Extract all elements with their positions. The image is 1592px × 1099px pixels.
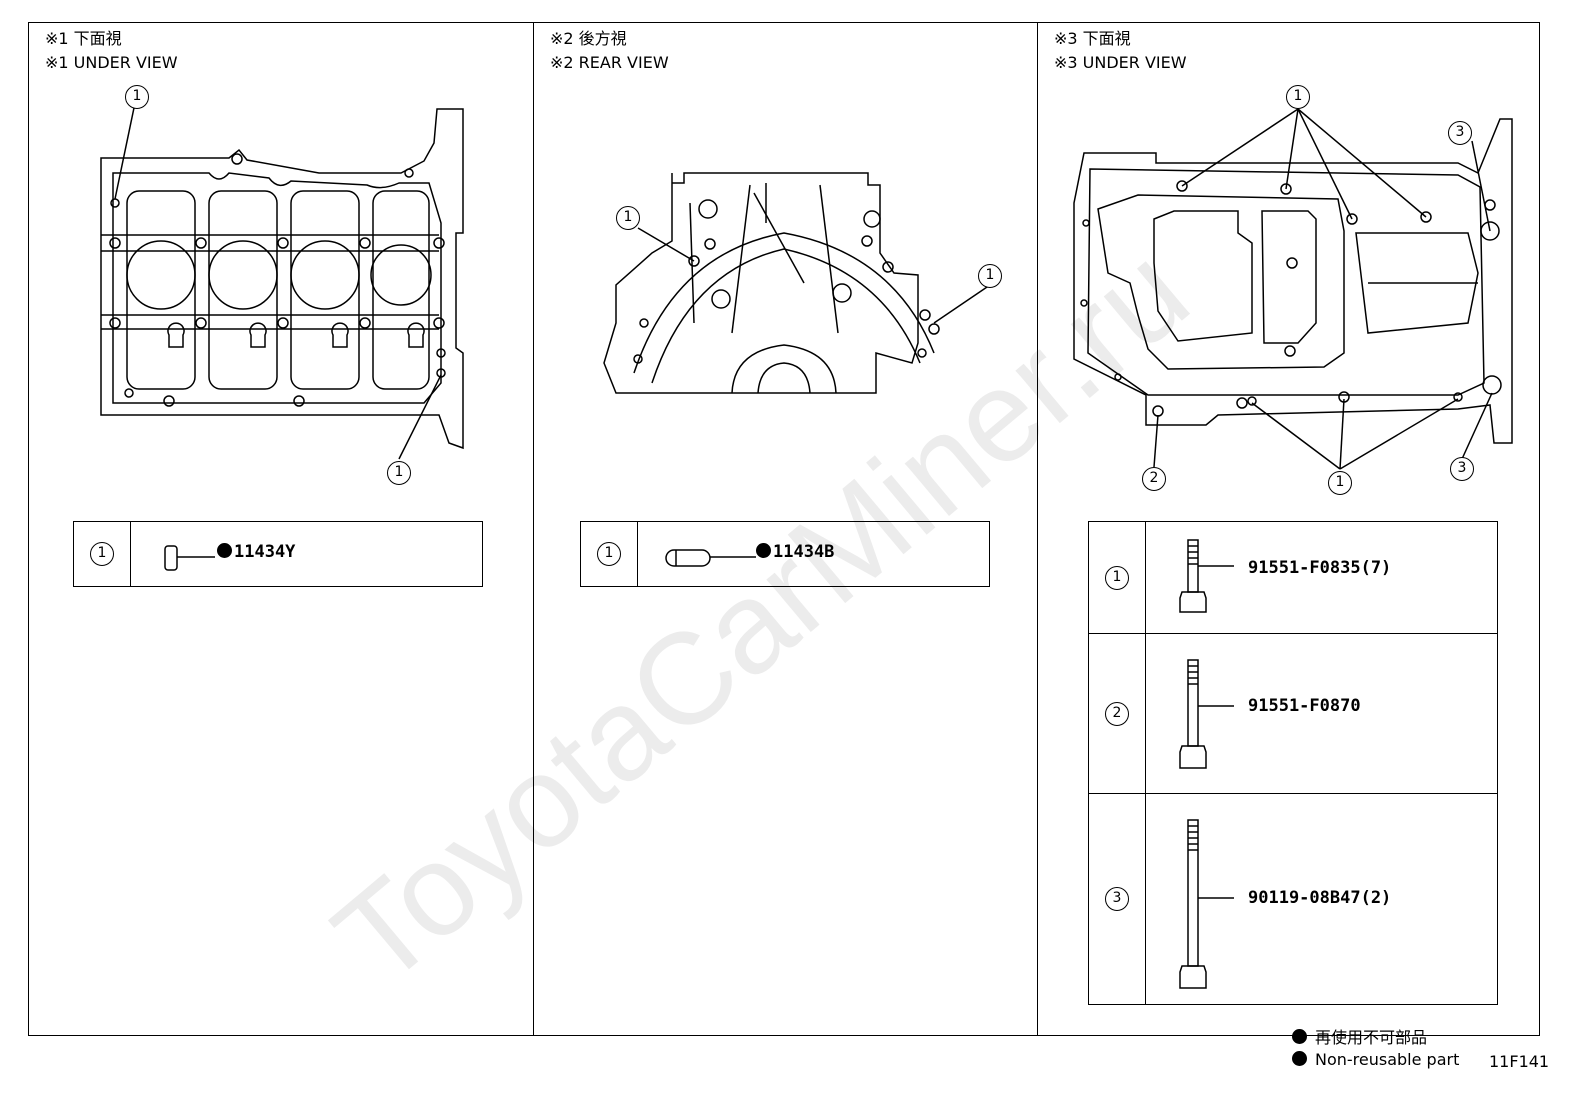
panel-2-parts-table: 1 11434B [580, 521, 990, 587]
panel-under-view-3: ※3 下面視 ※3 UNDER VIEW [1037, 23, 1541, 1035]
callout-3-bottom: 3 [1450, 457, 1474, 481]
panel-2-title-jp: ※2 後方視 [550, 29, 627, 48]
table-row: 3 90119-08B47(2) [1088, 793, 1498, 1005]
part-number-label: 11434B [756, 542, 834, 562]
cylinder-block-bottom-drawing [100, 102, 464, 460]
panel-3-title-jp: ※3 下面視 [1054, 29, 1131, 48]
panel-3-title-en: ※3 UNDER VIEW [1054, 53, 1187, 72]
straight-pin-icon [164, 545, 215, 571]
panel-1-parts-table: 1 11434Y [73, 521, 483, 587]
non-reusable-dot-icon [1292, 1051, 1307, 1066]
bolt-long-icon [1179, 819, 1234, 989]
bolt-medium-icon [1179, 659, 1234, 769]
oil-pan-bottom-drawing [1073, 108, 1513, 470]
table-row: 1 11434B [580, 521, 990, 587]
cylinder-block-rear-drawing [603, 172, 991, 394]
panel-1-title-en: ※1 UNDER VIEW [45, 53, 178, 72]
panel-under-view-1: ※1 下面視 ※1 UNDER VIEW [29, 23, 533, 1035]
callout-2: 2 [1142, 467, 1166, 491]
callout-1-bottom: 1 [1328, 471, 1352, 495]
callout-1-top: 1 [1286, 85, 1310, 109]
row-ref-circle: 1 [597, 542, 621, 566]
non-reusable-dot-icon [1292, 1029, 1307, 1044]
panel-1-title-jp: ※1 下面視 [45, 29, 122, 48]
part-number-label: 90119-08B47(2) [1248, 888, 1392, 908]
callout-1-right: 1 [978, 264, 1002, 288]
knock-pin-icon [665, 549, 756, 567]
legend-jp: 再使用不可部品 [1292, 1024, 1427, 1048]
callout-1-dowel-top: 1 [125, 85, 149, 109]
row-ref-circle: 3 [1105, 887, 1129, 911]
bolt-short-icon [1179, 539, 1234, 613]
callout-3-top: 3 [1448, 121, 1472, 145]
non-reusable-dot-icon [756, 543, 771, 558]
panel-rear-view: ※2 後方視 ※2 REAR VIEW 1 1 [533, 23, 1037, 1035]
part-number-label: 91551-F0835(7) [1248, 558, 1392, 578]
legend-en: Non-reusable part [1292, 1050, 1459, 1069]
row-ref-circle: 1 [1105, 565, 1129, 590]
diagram-code: 11F141 [1489, 1052, 1550, 1071]
table-row: 1 91551-F0835(7) [1088, 521, 1498, 634]
part-number-label: 91551-F0870 [1248, 696, 1361, 716]
row-ref-circle: 1 [90, 542, 114, 566]
table-row: 2 91551-F0870 [1088, 633, 1498, 794]
callout-1-left: 1 [616, 206, 640, 230]
diagram-frame: ※1 下面視 ※1 UNDER VIEW [28, 22, 1540, 1036]
callout-1-dowel-bottom: 1 [387, 461, 411, 485]
table-row: 1 11434Y [73, 521, 483, 587]
row-ref-circle: 2 [1105, 701, 1129, 726]
part-number-label: 11434Y [217, 542, 295, 562]
panel-2-title-en: ※2 REAR VIEW [550, 53, 669, 72]
panel-3-parts-table: 1 91551-F0835(7) 2 [1088, 521, 1498, 1005]
non-reusable-dot-icon [217, 543, 232, 558]
